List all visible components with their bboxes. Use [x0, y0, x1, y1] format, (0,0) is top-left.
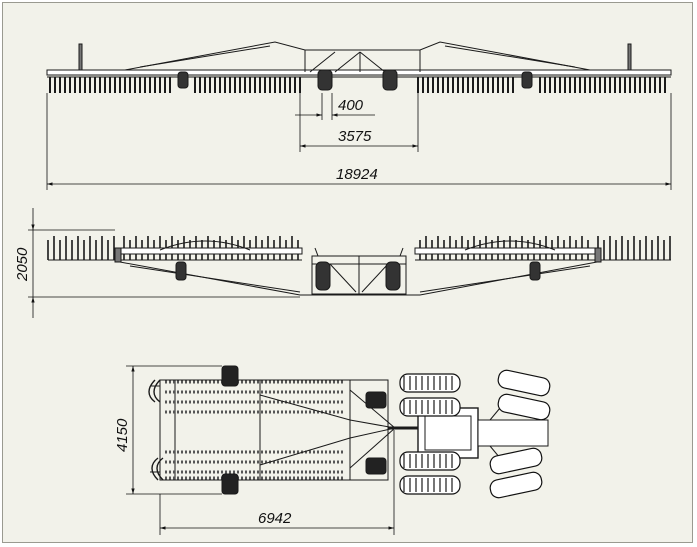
top-view-dimensions: [126, 365, 395, 535]
dim-working-width: 18924: [336, 166, 378, 183]
dim-center-gap: 400: [338, 97, 364, 114]
front-view-dimensions: [46, 93, 672, 190]
top-view-transport: [148, 365, 551, 499]
dim-transport-height: 2050: [14, 247, 31, 282]
front-view-folded: [47, 236, 671, 296]
dim-transport-width: 4150: [114, 418, 131, 452]
dim-transport-length: 6942: [258, 510, 292, 527]
dim-center-width: 3575: [338, 128, 372, 145]
folded-height-dimension: [28, 208, 300, 318]
front-view-unfolded: [46, 41, 672, 93]
